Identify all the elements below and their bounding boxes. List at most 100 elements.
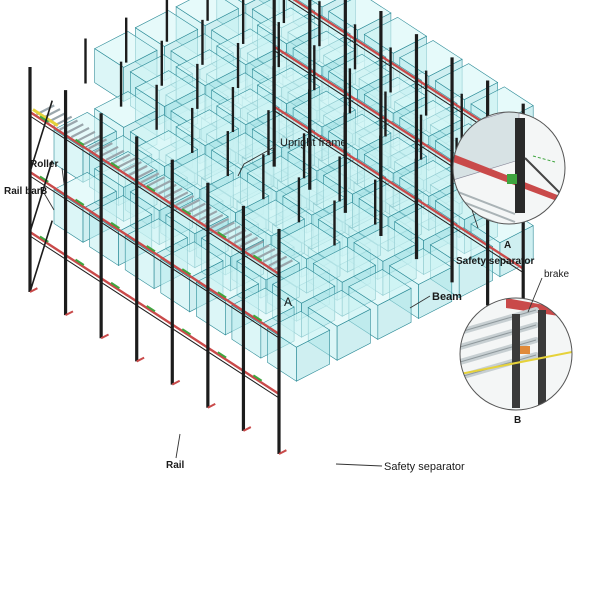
safety-separator [252,314,263,322]
carton-top-face [272,266,336,304]
detail-b-upright-left [512,314,520,408]
rail-bar [32,108,59,127]
label-callout-a-on-rack: A [284,295,292,309]
safety-separator [217,351,227,359]
flow-rack-illustration [28,0,534,455]
beam [29,170,280,336]
safety-separator [146,305,156,313]
floor-rail [136,356,145,363]
detail-border [459,297,573,411]
roller [216,221,235,233]
detail-a-magnified-view [452,111,566,225]
label-rail: Rail [166,460,185,471]
roller [210,217,230,229]
detail-a-letter: A [504,240,511,251]
floor-rail [207,403,216,409]
beam [29,230,280,396]
roller [65,123,84,135]
roller [105,149,125,161]
safety-separator [181,328,192,336]
floor-rail [242,426,252,432]
beam-edge [29,115,280,279]
safety-separator [217,291,227,299]
roller [146,176,166,188]
floor-rail [171,379,181,386]
leader-upright-frame [237,145,277,177]
label-upright-frame: Upright frame [280,137,347,149]
glass-carton [266,310,331,382]
beam-edge [29,235,280,399]
detail-b-brake [516,346,530,354]
detail-b-caption: brake [544,269,569,280]
roller [70,127,90,139]
safety-separator [146,245,156,253]
label-roller: Roller [30,159,58,170]
safety-separator [217,231,227,239]
detail-a-upright [515,118,525,213]
detail-b-roller-edge [460,309,537,333]
safety-separator [146,185,156,193]
safety-separator [252,254,263,262]
detail-a-separator [507,174,517,184]
roller [245,240,264,252]
roller [256,248,276,260]
roller [99,145,119,158]
safety-separator [181,268,192,276]
carton-top-face [307,290,371,327]
carton-top-face [241,199,305,237]
roller [76,130,96,142]
detail-b-rail [460,351,572,375]
roller [181,198,200,210]
leader-brake [527,277,543,313]
safety-separator [74,138,85,146]
beam-edge [29,175,280,339]
safety-separator [110,221,120,230]
detail-content [460,298,572,410]
leader-rail-bar [43,192,55,211]
detail-a-caption: Safety separator [456,256,534,267]
safety-separator [181,208,192,216]
leader-roller [61,167,67,199]
safety-separator [252,374,263,382]
carton-top-face [170,153,234,191]
floor-rail [65,310,74,317]
beam-edge [273,110,524,274]
label-beam: Beam [432,291,462,303]
roller [82,134,102,146]
carton-top-face [200,220,265,258]
frame-brace [29,160,53,233]
roller [117,157,137,169]
roller [187,202,206,214]
frame-brace [29,220,53,293]
floor-rail [278,449,287,455]
safety-separator [110,281,120,290]
detail-border [452,111,566,225]
detail-b-roller-edge [460,324,537,348]
roller [152,179,171,192]
safety-separator [39,235,49,243]
detail-b-letter: B [514,415,521,426]
roller [140,172,160,184]
carton-top-face [277,222,341,260]
frame-brace [29,100,53,173]
safety-separator [74,198,85,206]
leader-lines [43,145,543,467]
beam [29,110,280,276]
detail-a-brace [524,157,565,199]
safety-separator [110,161,120,170]
roller [59,119,78,131]
leader-beam [409,295,431,309]
floor-rail [29,287,38,293]
safety-separator [74,258,85,266]
carton-top-face [266,310,331,348]
safety-separator [39,175,49,183]
detail-a-roller [453,189,516,215]
carton-top-face [206,176,270,214]
roller [88,138,108,150]
carton-top-face [134,130,199,167]
carton-top-face [310,0,337,8]
detail-content [453,112,565,224]
roller [175,195,195,207]
label-rail-bar: Rail bar [4,186,41,197]
